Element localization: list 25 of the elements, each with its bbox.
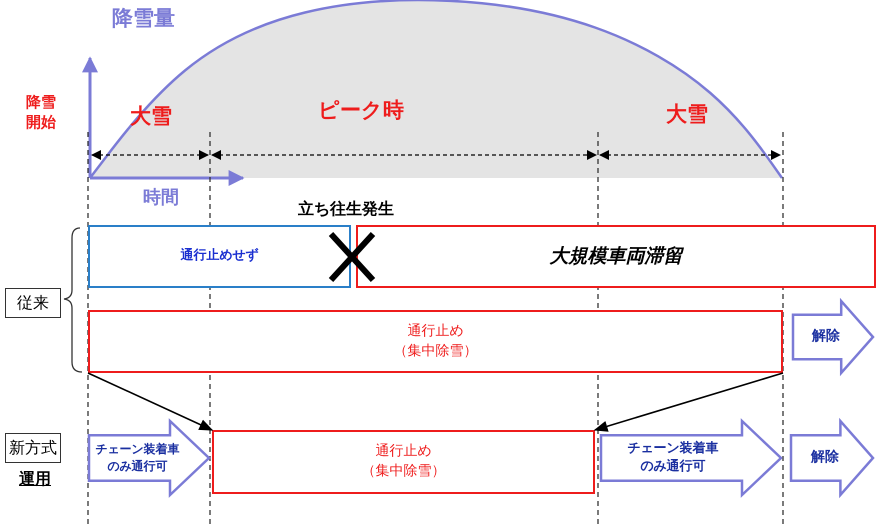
box-text: チェーン装着車のみ通行可 (626, 440, 720, 476)
chart-label: 降雪開始 (26, 92, 57, 132)
arrow (594, 372, 784, 432)
status-box (212, 430, 595, 494)
chart-label: 降雪量 (112, 5, 175, 32)
box-text: 新方式 (9, 436, 57, 459)
box-text: チェーン装着車のみ通行可 (94, 441, 181, 475)
row-label-box (5, 288, 61, 318)
status-box (88, 225, 351, 288)
box-text: 通行止めせず (180, 247, 258, 266)
box-text: 解除 (812, 327, 840, 346)
arrow (88, 372, 214, 431)
box-text: 解除 (810, 448, 839, 468)
status-box (88, 310, 783, 373)
chart-label: ピーク時 (318, 97, 404, 124)
box-text: 大規模車両滞留 (550, 244, 682, 270)
event-label: 立ち往生発生 (298, 199, 394, 220)
chart-label: 時間 (143, 186, 179, 209)
box-text: 通行止め（集中除雪） (392, 322, 478, 360)
chart-label: 大雪 (666, 101, 708, 128)
chart-label: 大雪 (130, 103, 172, 130)
status-box (356, 225, 876, 288)
box-text: 従来 (17, 292, 49, 314)
row-caption: 運用 (19, 469, 51, 490)
box-text: 通行止め（集中除雪） (360, 442, 446, 481)
